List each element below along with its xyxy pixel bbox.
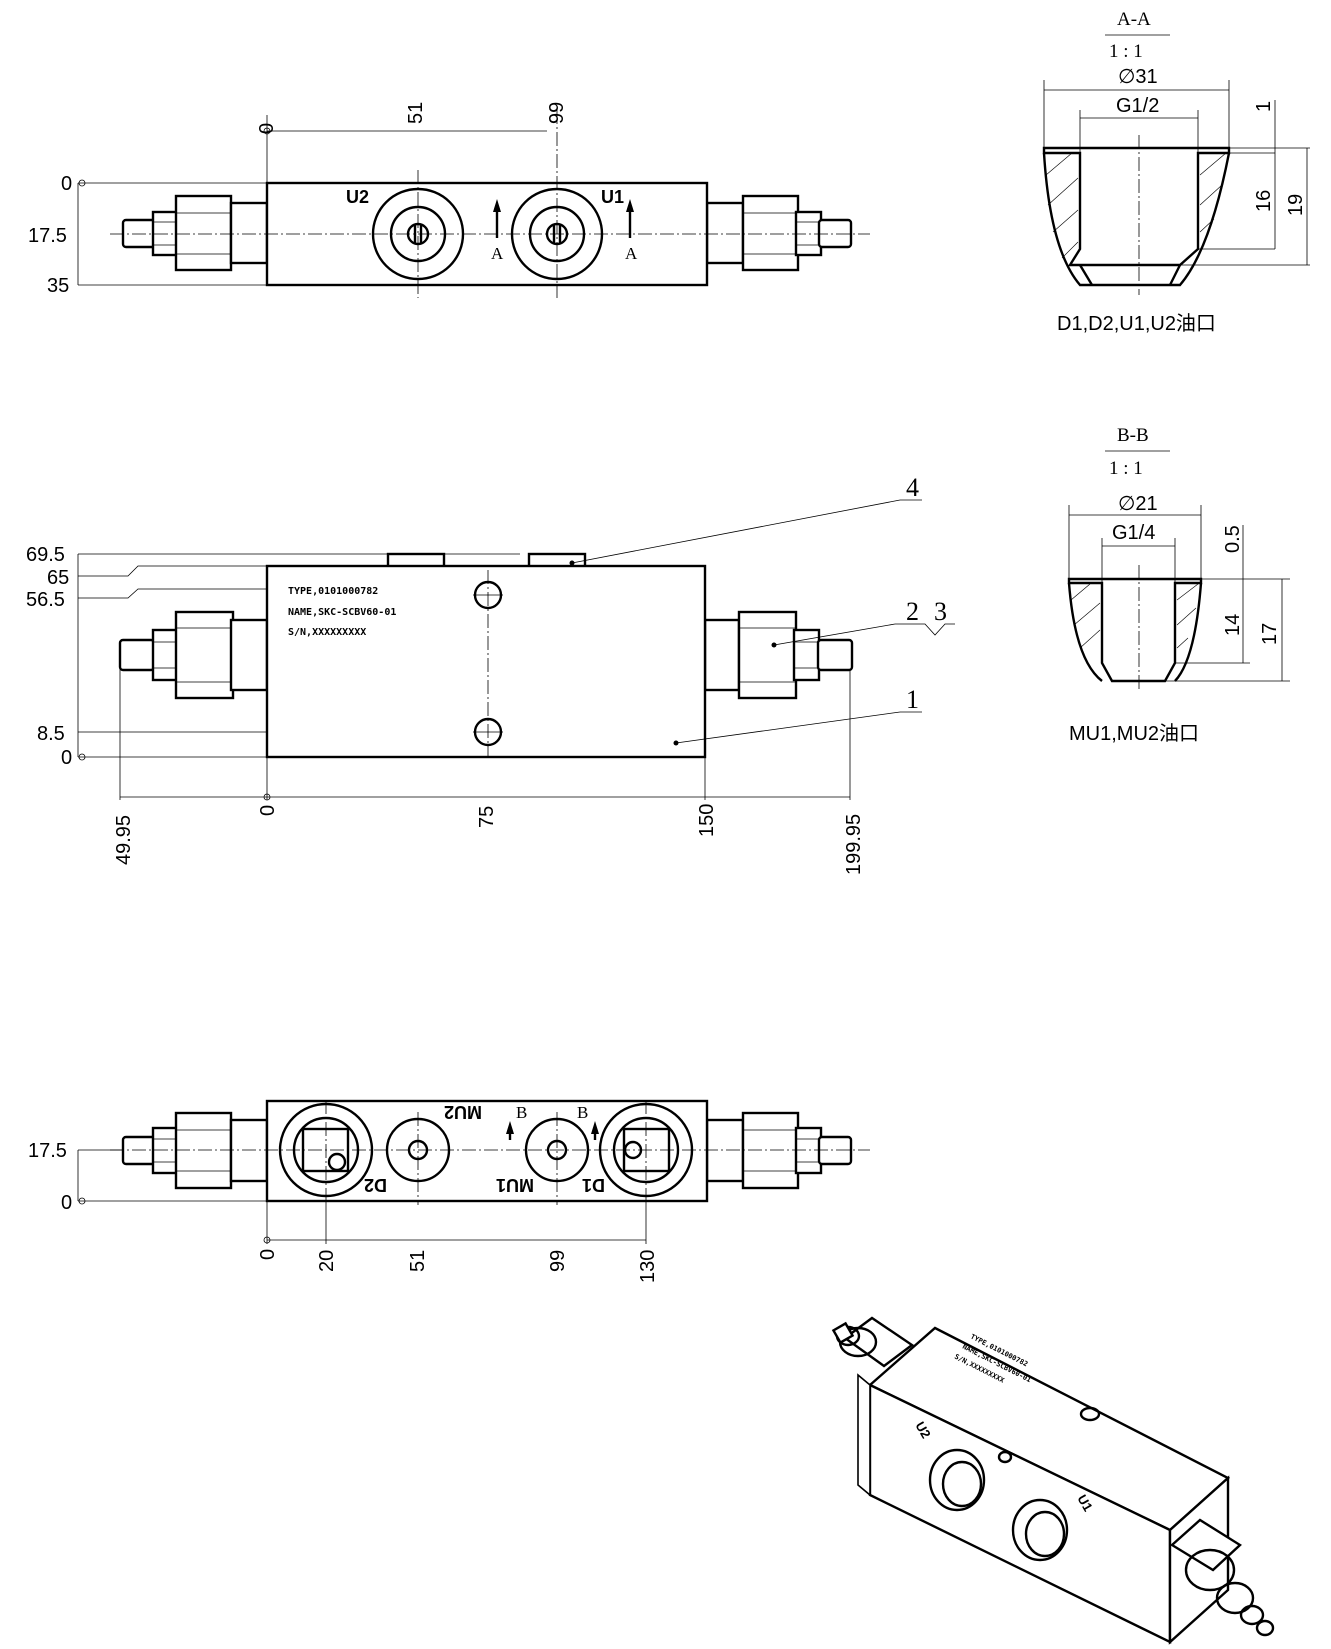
front-dim-y-69-5: 69.5 [26, 544, 65, 566]
section-aa: A-A 1 : 1 ∅31 G1/2 1 16 19 [1042, 9, 1310, 335]
top-dim-y-17-5: 17.5 [28, 225, 67, 247]
balloon-4: 4 [906, 473, 919, 502]
front-dim-x-150: 150 [696, 804, 718, 837]
section-mark-b-right: B [577, 1103, 588, 1122]
bottom-dim-y-0: 0 [61, 1192, 72, 1214]
nameplate-sn: S/N,XXXXXXXXX [288, 627, 366, 638]
section-aa-title: A-A [1117, 9, 1151, 30]
nameplate-type: TYPE,0101000782 [288, 586, 378, 597]
section-bb-dim-14: 14 [1222, 614, 1244, 636]
port-label-u1: U1 [601, 187, 624, 207]
section-mark-b-left: B [516, 1103, 527, 1122]
bottom-dim-x-130: 130 [637, 1250, 659, 1283]
bottom-dim-x-99: 99 [547, 1250, 569, 1272]
front-view: 69.5 65 56.5 8.5 0 49.95 0 75 150 199.95 [26, 473, 955, 875]
front-dim-y-56-5: 56.5 [26, 589, 65, 611]
front-dim-y-0: 0 [61, 747, 72, 769]
bottom-dim-x-0: 0 [257, 1249, 279, 1260]
top-dim-y-35: 35 [47, 275, 69, 297]
top-dim-y-0: 0 [61, 173, 72, 195]
section-bb: B-B 1 : 1 ∅21 G1/4 0.5 14 17 M [1067, 425, 1290, 745]
front-dim-x-199-95: 199.95 [843, 814, 865, 875]
balloon-2: 2 [906, 597, 919, 626]
nameplate-name: NAME,SKC-SCBV60-01 [288, 607, 396, 618]
bottom-dim-x-20: 20 [316, 1250, 338, 1272]
port-label-d2: D2 [364, 1175, 387, 1195]
port-label-mu2: MU2 [444, 1102, 482, 1122]
port-label-d1: D1 [582, 1175, 605, 1195]
section-aa-caption: D1,D2,U1,U2油口 [1057, 312, 1216, 335]
top-dim-x-51: 51 [405, 102, 427, 124]
iso-port-label-u2: U2 [912, 1419, 933, 1441]
section-bb-dim-0-5: 0.5 [1222, 525, 1244, 553]
front-dim-x-0: 0 [257, 805, 279, 816]
iso-port-label-u1: U1 [1074, 1492, 1095, 1514]
section-aa-dim-19: 19 [1285, 194, 1307, 216]
section-bb-scale: 1 : 1 [1109, 458, 1143, 479]
section-mark-a-right: A [625, 244, 638, 263]
front-dim-y-8-5: 8.5 [37, 723, 65, 745]
front-dim-x-75: 75 [476, 806, 498, 828]
section-bb-caption: MU1,MU2油口 [1069, 722, 1199, 745]
section-aa-thread: G1/2 [1116, 95, 1159, 117]
port-label-mu1: MU1 [496, 1175, 534, 1195]
top-dim-x-0: 0 [256, 123, 278, 134]
top-view: 0 51 99 0 17.5 35 [28, 102, 870, 298]
port-label-u2: U2 [346, 187, 369, 207]
section-aa-dim-1: 1 [1253, 101, 1275, 112]
bottom-view: 17.5 0 0 20 51 99 130 [28, 1099, 870, 1283]
section-aa-outer-dia: ∅31 [1118, 66, 1158, 88]
isometric-view: U2 U1 TYPE,0101000782 NAME,SKC-SCBV60-01… [831, 1316, 1275, 1645]
section-bb-title: B-B [1117, 425, 1149, 446]
section-bb-dim-17: 17 [1259, 623, 1281, 645]
bottom-dim-x-51: 51 [407, 1250, 429, 1272]
section-aa-dim-16: 16 [1253, 190, 1275, 212]
section-aa-scale: 1 : 1 [1109, 41, 1143, 62]
section-mark-a-left: A [491, 244, 504, 263]
bottom-dim-y-17-5: 17.5 [28, 1140, 67, 1162]
balloon-1: 1 [906, 685, 919, 714]
front-dim-y-65: 65 [47, 567, 69, 589]
balloon-3: 3 [934, 597, 947, 626]
front-dim-x-49-95: 49.95 [113, 815, 135, 865]
section-bb-outer-dia: ∅21 [1118, 493, 1158, 515]
section-bb-thread: G1/4 [1112, 522, 1155, 544]
